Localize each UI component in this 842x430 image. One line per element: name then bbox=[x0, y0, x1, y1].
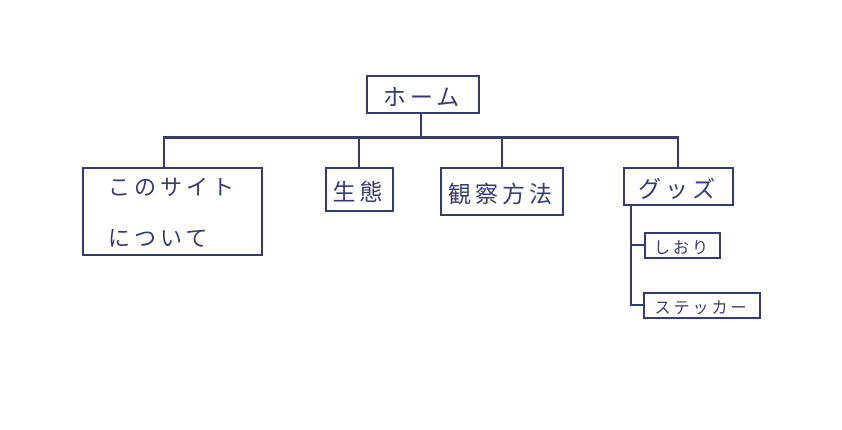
node-observation-label: 観察方法 bbox=[448, 180, 556, 207]
connector-drop-goods bbox=[677, 138, 679, 167]
node-ecology-label: 生態 bbox=[332, 178, 387, 205]
node-sticker[interactable]: ステッカー bbox=[643, 292, 761, 319]
node-about-this-site[interactable]: このサイト について bbox=[82, 167, 263, 256]
connector-trunk bbox=[163, 136, 679, 139]
node-home[interactable]: ホーム bbox=[366, 75, 480, 114]
connector-stub-sticker bbox=[630, 304, 644, 306]
node-goods[interactable]: グッズ bbox=[623, 167, 734, 206]
connector-drop-ecology bbox=[358, 138, 360, 167]
connector-stub-bookmark bbox=[630, 244, 644, 246]
node-sticker-label: ステッカー bbox=[654, 299, 750, 317]
node-home-label: ホーム bbox=[382, 83, 464, 110]
connector-drop-observation bbox=[501, 138, 503, 167]
connector-home-drop bbox=[420, 113, 422, 138]
node-bookmark-label: しおり bbox=[653, 239, 711, 257]
node-bookmark[interactable]: しおり bbox=[644, 232, 721, 259]
connector-goods-vertical bbox=[630, 204, 632, 306]
node-goods-label: グッズ bbox=[638, 175, 719, 202]
node-about-label-line2: について bbox=[108, 226, 212, 251]
connector-drop-about bbox=[163, 138, 165, 167]
node-ecology[interactable]: 生態 bbox=[325, 167, 394, 212]
node-observation-method[interactable]: 観察方法 bbox=[440, 167, 564, 216]
node-about-label-line1: このサイト bbox=[108, 175, 239, 200]
